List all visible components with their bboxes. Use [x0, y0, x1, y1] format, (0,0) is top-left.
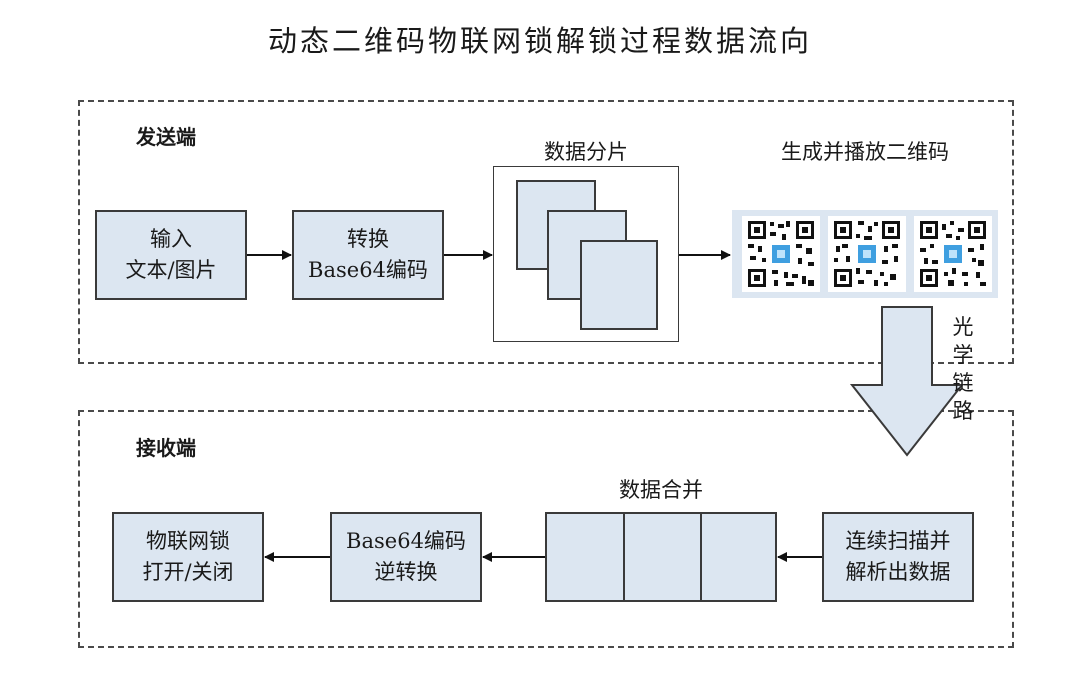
- qr-code-3-icon: [920, 221, 986, 287]
- input-text-image-box: 输入 文本/图片: [95, 210, 247, 300]
- decode-box-line1: Base64编码: [346, 529, 466, 553]
- receiver-label: 接收端: [136, 436, 196, 460]
- base64-encode-box: 转换 Base64编码: [292, 210, 444, 300]
- encode-box-line1: 转换: [346, 227, 389, 251]
- qr-code-2-icon: [834, 221, 900, 287]
- input-box-line1: 输入: [149, 227, 192, 251]
- optical-link-char-4: 路: [952, 399, 974, 423]
- data-merge-caption: 数据合并: [619, 478, 703, 502]
- lock-box-line1: 物联网锁: [145, 529, 230, 553]
- input-box-line2: 文本/图片: [125, 258, 217, 282]
- data-slicing-caption: 数据分片: [544, 140, 628, 164]
- receiver-region: [78, 410, 1014, 648]
- data-slice-page-3: [580, 240, 658, 330]
- scan-parse-box: 连续扫描并 解析出数据: [822, 512, 974, 602]
- iot-lock-box: 物联网锁 打开/关闭: [112, 512, 264, 602]
- qr-code-2: [828, 216, 906, 292]
- base64-decode-box: Base64编码 逆转换: [330, 512, 482, 602]
- sender-label: 发送端: [136, 125, 196, 149]
- optical-link-arrow: [849, 306, 965, 457]
- scan-box-line1: 连续扫描并: [845, 529, 951, 553]
- lock-box-line2: 打开/关闭: [142, 560, 234, 584]
- decode-box-line2: 逆转换: [374, 560, 438, 584]
- qr-generate-caption: 生成并播放二维码: [781, 140, 949, 164]
- merge-segment-3: [700, 512, 777, 602]
- optical-link-char-2: 学: [952, 343, 974, 367]
- qr-code-1: [742, 216, 820, 292]
- diagram-title: 动态二维码物联网锁解锁过程数据流向: [267, 24, 812, 58]
- qr-code-1-icon: [748, 221, 814, 287]
- scan-box-line2: 解析出数据: [845, 560, 951, 584]
- encode-box-line2: Base64编码: [308, 258, 428, 282]
- qr-code-3: [914, 216, 992, 292]
- optical-link-char-3: 链: [952, 371, 974, 395]
- optical-link-label: 光 学 链 路: [948, 313, 978, 425]
- optical-link-char-1: 光: [952, 315, 974, 339]
- sender-region: [78, 100, 1014, 364]
